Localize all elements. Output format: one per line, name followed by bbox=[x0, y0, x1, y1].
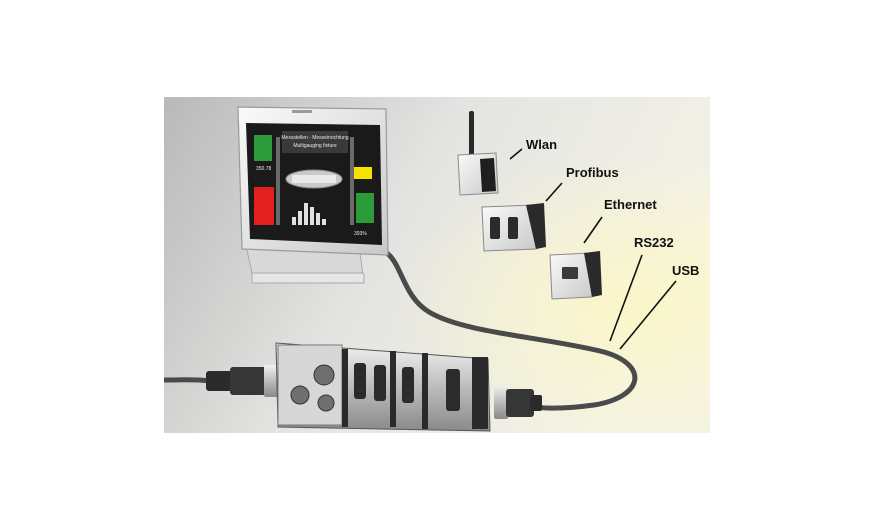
screen-title-2: Multigauging fixture bbox=[293, 143, 337, 149]
status-bar-red bbox=[254, 187, 274, 225]
antenna-icon bbox=[469, 111, 474, 159]
label-ethernet: Ethernet bbox=[604, 197, 657, 212]
histogram-icon bbox=[292, 203, 326, 225]
pointer-lines bbox=[509, 148, 677, 350]
connector-hub bbox=[275, 342, 491, 432]
left-plug bbox=[206, 365, 280, 397]
rj45-port-icon bbox=[562, 267, 578, 279]
right-plug bbox=[494, 385, 542, 419]
diagram-svg: Messstellen - Messeinrichtung Multigaugi… bbox=[163, 97, 710, 433]
wlan-module bbox=[457, 111, 499, 196]
label-rs232: RS232 bbox=[634, 235, 674, 250]
brand-mark bbox=[292, 110, 312, 113]
label-wlan: Wlan bbox=[526, 137, 557, 152]
readout-right: 393% bbox=[354, 231, 367, 237]
ethernet-module bbox=[549, 251, 602, 300]
db-connector-icon bbox=[374, 365, 386, 401]
db-connector-icon bbox=[508, 217, 518, 239]
db-connector-icon bbox=[446, 369, 460, 411]
db-connector-icon bbox=[490, 217, 500, 239]
readout-left: 350.78 bbox=[256, 166, 272, 172]
status-bar-green-left bbox=[254, 135, 272, 161]
left-cable bbox=[163, 377, 210, 384]
main-cable bbox=[366, 244, 638, 411]
round-connector-icon bbox=[317, 394, 335, 412]
screen-title-1: Messstellen - Messeinrichtung bbox=[281, 135, 348, 141]
round-connector-icon bbox=[290, 385, 310, 405]
label-usb: USB bbox=[672, 263, 699, 278]
profibus-module bbox=[481, 203, 546, 252]
status-bar-yellow bbox=[354, 167, 372, 179]
db-connector-icon bbox=[354, 363, 366, 399]
system-diagram: Messstellen - Messeinrichtung Multigaugi… bbox=[163, 97, 710, 433]
touch-monitor: Messstellen - Messeinrichtung Multigaugi… bbox=[237, 106, 389, 284]
round-connector-icon bbox=[313, 364, 335, 386]
label-profibus: Profibus bbox=[566, 165, 619, 180]
status-bar-green-right bbox=[356, 193, 374, 223]
db-connector-icon bbox=[402, 367, 414, 403]
